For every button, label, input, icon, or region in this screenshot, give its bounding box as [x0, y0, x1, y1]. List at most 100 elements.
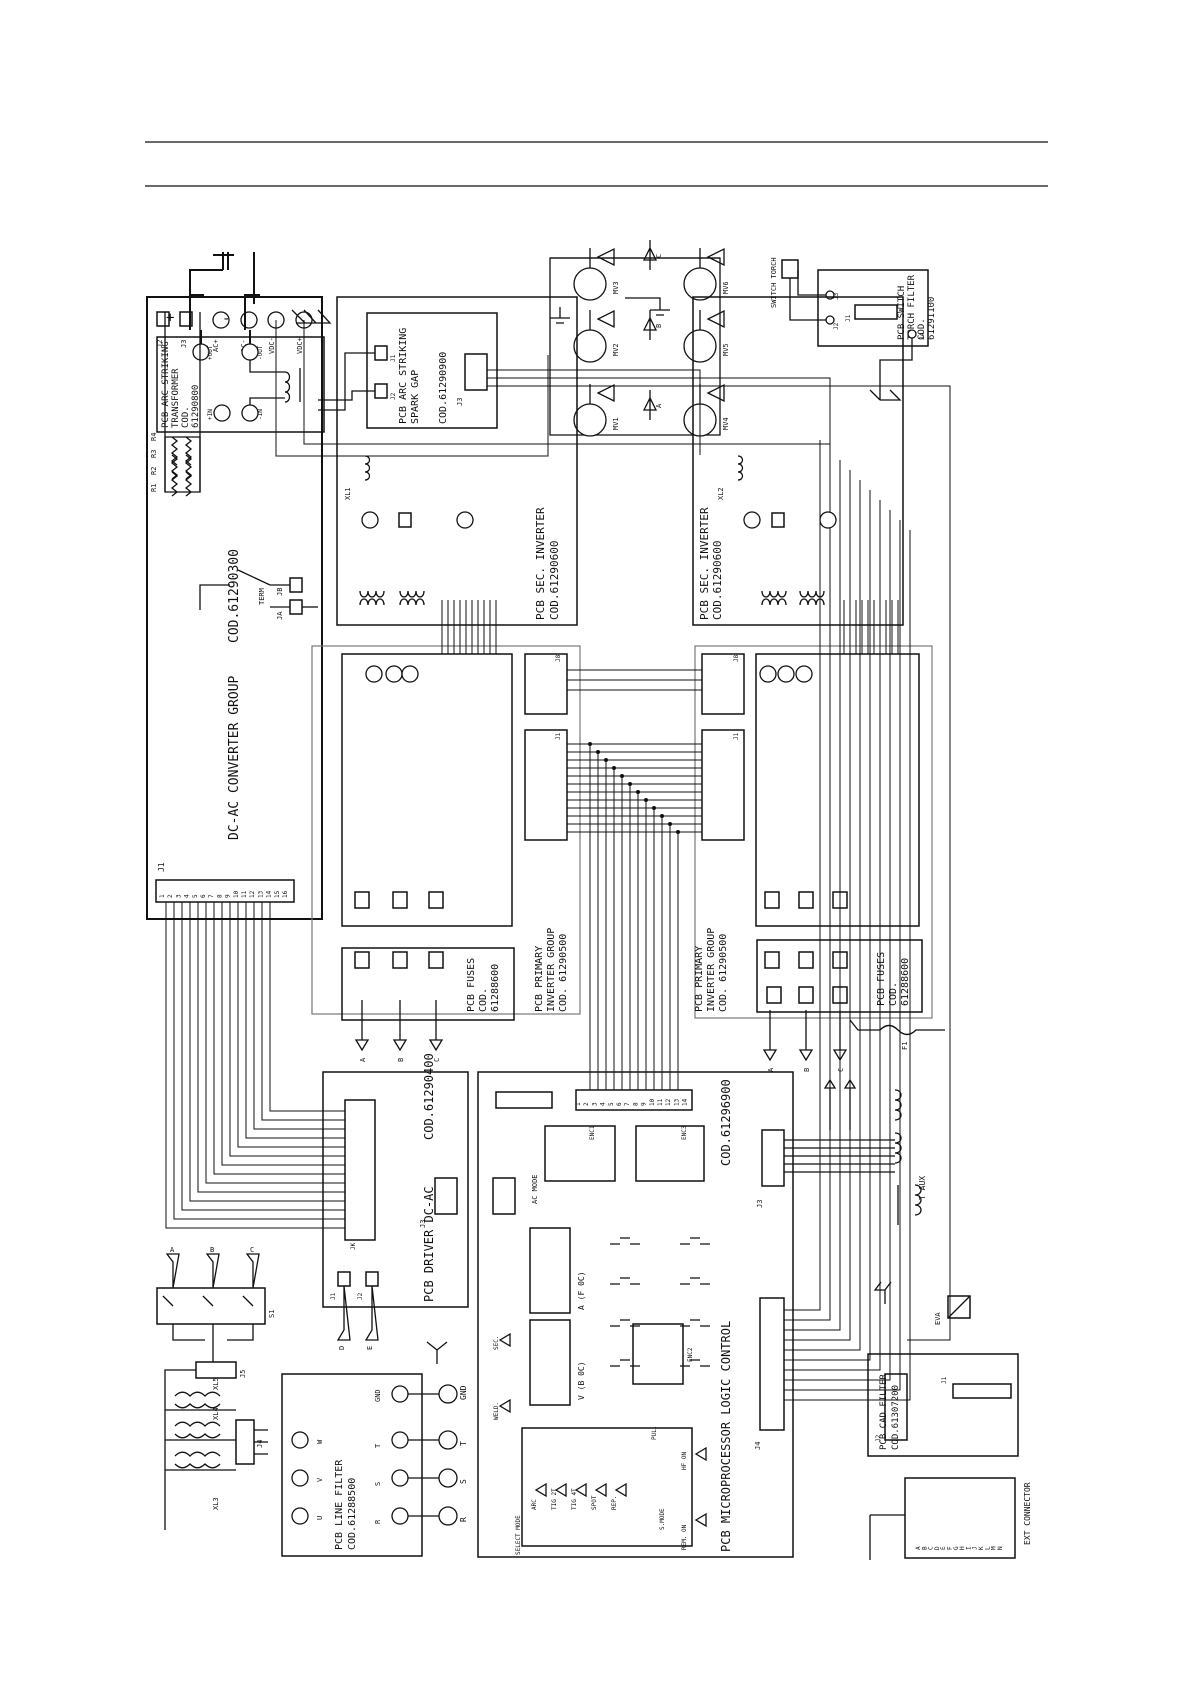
sec-inv-left-code: COD.61290600	[548, 541, 561, 620]
lf-out-R	[391, 1507, 409, 1525]
valve-letter-B: B	[655, 324, 663, 328]
lf-out-label-R: R	[374, 1519, 382, 1524]
micro-pin-6: 6	[616, 1102, 623, 1106]
eva-relay: EVA	[934, 1295, 971, 1325]
torch-j2: J2	[833, 322, 840, 330]
xl2-label: XL2	[717, 487, 725, 500]
mains-phase-a: A	[170, 1246, 175, 1254]
harness-top-2	[275, 320, 830, 457]
harness-right-6	[784, 500, 881, 1371]
micro-spot: SPOT	[591, 1495, 598, 1510]
cad-j2: J2	[875, 1434, 882, 1442]
transformer-t1: PCB ARC STRIKING	[161, 341, 171, 428]
fuses-right-t2: COD.	[888, 982, 899, 1006]
push-btn-b-1	[680, 1277, 710, 1285]
mains-phase-c: C	[250, 1246, 254, 1254]
ext-pin-K: K	[978, 1546, 985, 1550]
harness-conv-driver-3	[189, 902, 345, 1202]
fuse-block-10	[798, 951, 814, 969]
mains-label-T: T	[459, 1441, 468, 1446]
transformer-t3: COD.	[181, 406, 191, 428]
mains-label-GND: GND	[459, 1385, 468, 1400]
ext-title: EXT CONNECTOR	[1023, 1482, 1032, 1545]
valve-label-MV3: MV3	[612, 281, 620, 294]
ext-pin-G: G	[953, 1546, 960, 1550]
valve-MV6	[683, 267, 717, 301]
fuses-right-t3: 61288600	[900, 958, 911, 1006]
phase-label-4: B	[803, 1068, 811, 1072]
prim-left-j8: J8	[555, 654, 562, 662]
micro-pin-9: 9	[641, 1102, 648, 1106]
lf-out-label-T: T	[374, 1443, 382, 1448]
prim-cap-5	[795, 665, 813, 683]
micro-pin-10: 10	[649, 1098, 656, 1106]
prim-right-j1: J1	[733, 732, 740, 740]
harness-conv-driver-0	[165, 902, 345, 1229]
ext-pin-B: B	[921, 1546, 928, 1550]
choke-xl4: XL4	[212, 1407, 220, 1420]
fuse-block-12	[766, 986, 782, 1004]
fuse-block-6	[764, 891, 780, 909]
ext-pin-E: E	[940, 1546, 947, 1550]
harness-right-7	[784, 510, 891, 1381]
valve-MV3	[573, 267, 607, 301]
fuse-f1-label: F1	[901, 1042, 909, 1050]
prim-cap-2	[401, 665, 419, 683]
valve-label-MV1: MV1	[612, 417, 620, 430]
converter-pin-2: 2	[167, 894, 174, 898]
led-8	[694, 1512, 707, 1528]
lf-in-label-V: V	[316, 1477, 324, 1482]
converter-pin-5: 5	[192, 894, 199, 898]
sec-tx-2	[761, 590, 787, 606]
fuse-f1: F1	[849, 1019, 945, 1050]
arc-striking-spark-gap: PCB ARC STRIKING SPARK GAP COD.61290900 …	[318, 312, 498, 429]
sec-term-5	[819, 511, 837, 529]
pcb-driver-dc-ac: PCB DRIVER DC-AC COD.61290400 JK J3 J1 J…	[322, 1053, 469, 1350]
ext-pin-H: H	[959, 1546, 966, 1550]
micro-pin-11: 11	[657, 1098, 664, 1106]
sec-tx-1	[399, 590, 425, 606]
converter-pin-4: 4	[184, 894, 191, 898]
micro-pin-1: 1	[575, 1102, 582, 1106]
spark-t1: PCB ARC STRIKING	[398, 328, 409, 424]
sec-term-2	[456, 511, 474, 529]
eva-label: EVA	[934, 1312, 942, 1325]
valve-arrow-2	[642, 240, 658, 270]
prim-left-t3: COD. 61290500	[558, 934, 569, 1012]
phase-label-3: A	[767, 1067, 775, 1072]
mains-term-GND	[438, 1384, 458, 1404]
harness-right-0	[784, 440, 821, 1311]
ext-pin-F: F	[947, 1546, 954, 1550]
fuse-block-1	[392, 891, 408, 909]
lf-out-S	[391, 1469, 409, 1487]
switch-s1: S1	[268, 1310, 276, 1318]
spark-t2: SPARK GAP	[410, 370, 421, 424]
cad-code: COD.61307200	[891, 1385, 901, 1450]
harness-right-3	[784, 470, 851, 1341]
prim-left-t2: INVERTER GROUP	[546, 928, 557, 1012]
harness-conv-driver-10	[245, 902, 345, 1139]
driver-j2: J2	[357, 1292, 364, 1300]
phase-arrow-2	[428, 1000, 444, 1052]
sec-inv-right-code: COD.61290600	[711, 541, 724, 620]
driver-j1: J1	[330, 1292, 337, 1300]
fuse-block-14	[832, 986, 848, 1004]
prim-left-t1: PCB PRIMARY	[534, 946, 545, 1012]
conv-term-acp: AC+	[212, 339, 220, 352]
ext-pin-M: M	[991, 1546, 998, 1550]
micro-sec: SEC.	[493, 1336, 500, 1350]
fuse-block-5	[428, 951, 444, 969]
harness-dot-5	[628, 782, 632, 786]
lf-in-W	[291, 1431, 309, 1449]
harness-xl	[364, 455, 744, 481]
prim-cap-3	[759, 665, 777, 683]
output-terminals: + -	[166, 252, 332, 344]
fuse-block-9	[764, 951, 780, 969]
micro-push-buttons	[498, 1237, 710, 1528]
